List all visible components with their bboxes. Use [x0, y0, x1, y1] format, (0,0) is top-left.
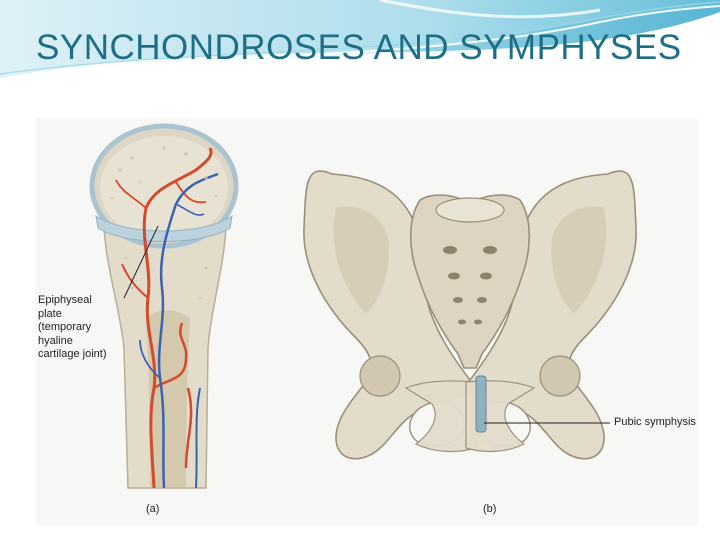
panel-b-label: (b): [483, 503, 497, 515]
anatomy-figure: Epiphyseal plate (temporary hyaline cart…: [36, 118, 698, 526]
epiphyseal-plate-label: Epiphyseal plate (temporary hyaline cart…: [38, 294, 107, 360]
long-bone-illustration: [89, 123, 239, 489]
panel-a-label: (a): [146, 503, 160, 515]
slide-title: SYNCHONDROSES AND SYMPHYSES: [36, 28, 682, 67]
header-swoosh: [0, 0, 720, 81]
anatomy-illustration: [89, 123, 637, 489]
pubic-symphysis-label: Pubic symphysis: [614, 416, 696, 428]
pelvis-illustration: [303, 170, 637, 460]
